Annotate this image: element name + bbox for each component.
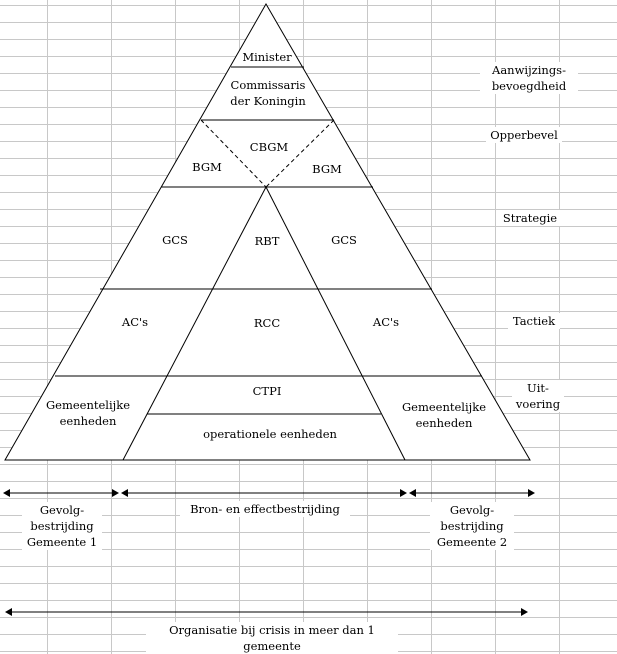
span-bron-label: Bron- en effectbestrijding: [180, 501, 350, 517]
span-bron-arrow-left: [121, 489, 128, 497]
cbgm-left-dashed: [200, 119, 267, 188]
level-aanwijzing-label: Aanwijzings- bevoegdheid: [480, 62, 578, 94]
span-gevolg-2-arrow-left: [409, 489, 416, 497]
level-uitvoering-label: Uit- voering: [512, 380, 564, 412]
span-organisatie-label: Organisatie bij crisis in meer dan 1 gem…: [146, 622, 398, 654]
gemeentelijke-left-label: Gemeentelijke eenheden: [45, 398, 131, 428]
gemeentelijke-right-label: Gemeentelijke eenheden: [401, 400, 487, 430]
rbt-label: RBT: [254, 234, 280, 248]
bgm-left-label: BGM: [192, 160, 222, 174]
span-bron-arrow-right: [400, 489, 407, 497]
level-strategie-label: Strategie: [500, 210, 560, 226]
bgm-right-label: BGM: [312, 162, 342, 176]
ctpi-label: CTPI: [252, 384, 282, 398]
span-gevolg-1-label: Gevolg- bestrijding Gemeente 1: [22, 502, 102, 550]
operationele-label: operationele eenheden: [203, 427, 337, 441]
span-gevolg-2-label: Gevolg- bestrijding Gemeente 2: [430, 502, 514, 550]
gcs-right-label: GCS: [331, 233, 357, 247]
commissaris-label: Commissaris der Koningin: [230, 78, 306, 108]
cbgm-right-dashed: [265, 119, 335, 188]
inner-left-edge: [122, 186, 267, 461]
cbgm-label: CBGM: [249, 140, 289, 154]
level-tactiek-label: Tactiek: [508, 313, 560, 329]
pyramid-outline: [4, 2, 531, 461]
minister-label: Minister: [242, 50, 292, 64]
span-gevolg-1-arrow-right: [112, 489, 119, 497]
span-gevolg-2-arrow-right: [528, 489, 535, 497]
rcc-label: RCC: [253, 316, 281, 330]
span-organisatie-arrow-left: [5, 608, 12, 616]
acs-right-label: AC's: [372, 315, 400, 329]
span-organisatie-arrow-right: [521, 608, 528, 616]
acs-left-label: AC's: [121, 315, 149, 329]
gcs-left-label: GCS: [162, 233, 188, 247]
inner-right-edge: [265, 186, 406, 461]
level-opperbevel-label: Opperbevel: [486, 127, 562, 143]
span-gevolg-1-arrow-left: [3, 489, 10, 497]
